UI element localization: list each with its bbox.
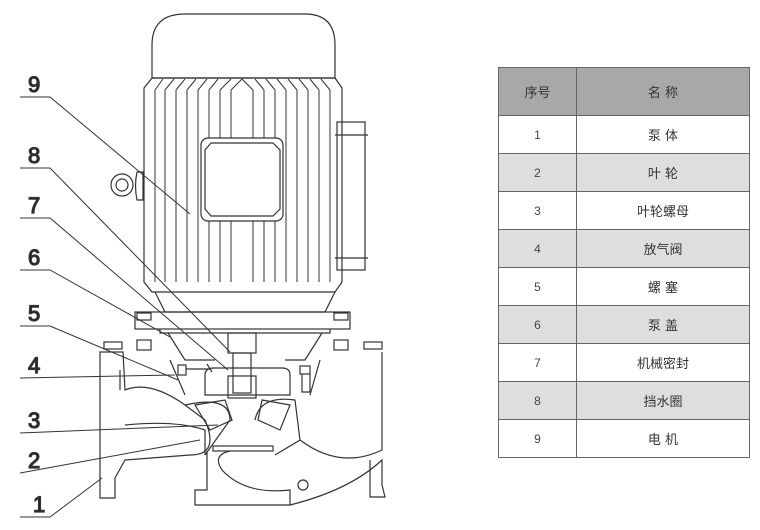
callout-1: 1 [33, 492, 45, 517]
row-name: 叶轮螺母 [576, 191, 750, 230]
row-no: 4 [498, 229, 577, 268]
row-name: 泵 盖 [576, 305, 750, 344]
flange-bolts [103, 312, 383, 351]
table-header-row: 序号 名 称 [498, 67, 750, 116]
row-name: 机械密封 [576, 343, 750, 382]
side-junction-box [336, 121, 366, 271]
callout-leaders [19, 96, 231, 518]
impeller [194, 399, 291, 431]
vent-valve [177, 364, 187, 376]
header-no: 序号 [498, 67, 577, 116]
row-no: 6 [498, 305, 577, 344]
row-no: 3 [498, 191, 577, 230]
row-no: 8 [498, 381, 577, 420]
lifting-eye-icon [110, 173, 134, 197]
row-name: 叶 轮 [576, 153, 750, 192]
row-name: 放气阀 [576, 229, 750, 268]
row-name: 泵 体 [576, 115, 750, 154]
row-name: 挡水圈 [576, 381, 750, 420]
callout-7: 7 [28, 193, 40, 218]
row-name: 螺 塞 [576, 267, 750, 306]
callout-5: 5 [28, 301, 40, 326]
row-name: 电 机 [576, 419, 750, 458]
row-no: 7 [498, 343, 577, 382]
terminal-box-inner [204, 142, 281, 217]
row-no: 1 [498, 115, 577, 154]
pump-casing [99, 351, 211, 499]
callout-9: 9 [28, 72, 40, 97]
motor-fan-cover [151, 13, 336, 79]
row-no: 2 [498, 153, 577, 192]
callout-4: 4 [28, 353, 40, 378]
header-name: 名 称 [576, 67, 750, 116]
pump-cross-section-drawing: 9 8 7 6 5 4 3 2 1 [19, 13, 386, 518]
callout-3: 3 [28, 408, 40, 433]
row-no: 9 [498, 419, 577, 458]
callout-6: 6 [28, 245, 40, 270]
row-no: 5 [498, 267, 577, 306]
callout-2: 2 [28, 448, 40, 473]
pump-cover [167, 332, 323, 361]
motor-body [143, 77, 343, 293]
motor-flange [154, 291, 336, 313]
callout-8: 8 [28, 143, 40, 168]
